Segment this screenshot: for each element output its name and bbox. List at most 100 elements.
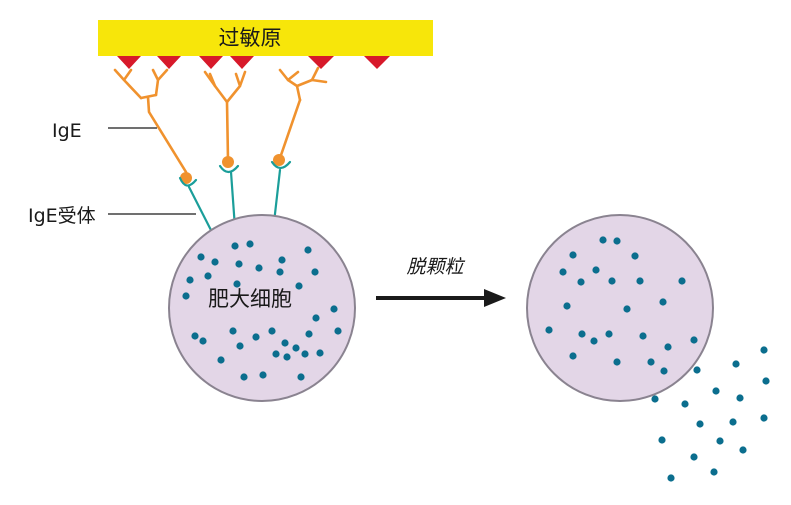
granule bbox=[760, 414, 768, 422]
granule bbox=[272, 350, 280, 358]
granule bbox=[664, 343, 672, 351]
granule bbox=[716, 437, 724, 445]
granule bbox=[236, 342, 244, 350]
granule bbox=[563, 302, 571, 310]
allergen-marker bbox=[199, 56, 223, 69]
granule bbox=[592, 266, 600, 274]
granule bbox=[660, 367, 668, 375]
granule bbox=[246, 240, 254, 248]
degranulation-arrowhead bbox=[484, 289, 506, 307]
granule bbox=[268, 327, 276, 335]
granule bbox=[732, 360, 740, 368]
allergen-bar bbox=[98, 20, 433, 56]
granule bbox=[623, 305, 631, 313]
granule bbox=[608, 277, 616, 285]
granule bbox=[693, 366, 701, 374]
allergen-marker bbox=[157, 56, 181, 69]
granule bbox=[762, 377, 770, 385]
granule bbox=[305, 330, 313, 338]
granule bbox=[647, 358, 655, 366]
granule bbox=[240, 373, 248, 381]
allergen-label: 过敏原 bbox=[219, 26, 282, 50]
released-granules bbox=[651, 346, 770, 482]
granule bbox=[636, 277, 644, 285]
ige-antibody bbox=[278, 66, 328, 160]
granule bbox=[605, 330, 613, 338]
granule bbox=[276, 268, 284, 276]
granule bbox=[252, 333, 260, 341]
granule bbox=[577, 278, 585, 286]
granule bbox=[211, 258, 219, 266]
granule bbox=[631, 252, 639, 260]
granule bbox=[311, 268, 319, 276]
granule bbox=[229, 327, 237, 335]
granule bbox=[590, 337, 598, 345]
granule bbox=[199, 337, 207, 345]
granule bbox=[278, 256, 286, 264]
granule bbox=[760, 346, 768, 354]
granule bbox=[297, 373, 305, 381]
ige-knob bbox=[273, 154, 285, 166]
granule bbox=[186, 276, 194, 284]
granule bbox=[659, 298, 667, 306]
granule bbox=[233, 280, 241, 288]
granule bbox=[690, 336, 698, 344]
granule bbox=[578, 330, 586, 338]
ige-knob bbox=[222, 156, 234, 168]
granule bbox=[696, 420, 704, 428]
granule bbox=[690, 453, 698, 461]
granule bbox=[729, 418, 737, 426]
granule bbox=[295, 282, 303, 290]
allergen-marker bbox=[364, 56, 390, 69]
granule bbox=[312, 314, 320, 322]
degranulated-cell-granules bbox=[545, 236, 698, 366]
granule bbox=[658, 436, 666, 444]
granule bbox=[182, 292, 190, 300]
granule bbox=[301, 350, 309, 358]
ige-knob bbox=[180, 172, 192, 184]
granule bbox=[191, 332, 199, 340]
granule bbox=[304, 246, 312, 254]
granule bbox=[639, 332, 647, 340]
granule bbox=[599, 236, 607, 244]
granule bbox=[204, 272, 212, 280]
granule bbox=[283, 353, 291, 361]
allergen-marker bbox=[117, 56, 141, 69]
granule bbox=[712, 387, 720, 395]
ige-receptor-label: IgE受体 bbox=[28, 205, 96, 227]
granule bbox=[613, 358, 621, 366]
mast-cell-granules bbox=[182, 240, 342, 381]
mast-cell-label: 肥大细胞 bbox=[208, 287, 292, 311]
degranulation-label: 脱颗粒 bbox=[406, 256, 465, 278]
granule bbox=[255, 264, 263, 272]
granule bbox=[197, 253, 205, 261]
allergen-markers bbox=[117, 56, 390, 69]
granule bbox=[330, 305, 338, 313]
granule bbox=[231, 242, 239, 250]
granule bbox=[334, 327, 342, 335]
allergen-marker bbox=[230, 56, 254, 69]
granule bbox=[292, 344, 300, 352]
granule bbox=[651, 395, 659, 403]
ige-antibodies bbox=[113, 66, 328, 174]
granule bbox=[259, 371, 267, 379]
granule bbox=[678, 277, 686, 285]
granule bbox=[613, 237, 621, 245]
granule bbox=[316, 349, 324, 357]
granule bbox=[736, 394, 744, 402]
granule bbox=[710, 468, 718, 476]
granule bbox=[739, 446, 747, 454]
ige-label: IgE bbox=[52, 120, 82, 142]
granule bbox=[545, 326, 553, 334]
granule bbox=[667, 474, 675, 482]
ige-knobs bbox=[180, 154, 285, 184]
granule bbox=[569, 352, 577, 360]
granule bbox=[559, 268, 567, 276]
allergen-marker bbox=[308, 56, 334, 69]
granule bbox=[235, 260, 243, 268]
granule bbox=[217, 356, 225, 364]
ige-antibody bbox=[203, 70, 247, 162]
granule bbox=[681, 400, 689, 408]
